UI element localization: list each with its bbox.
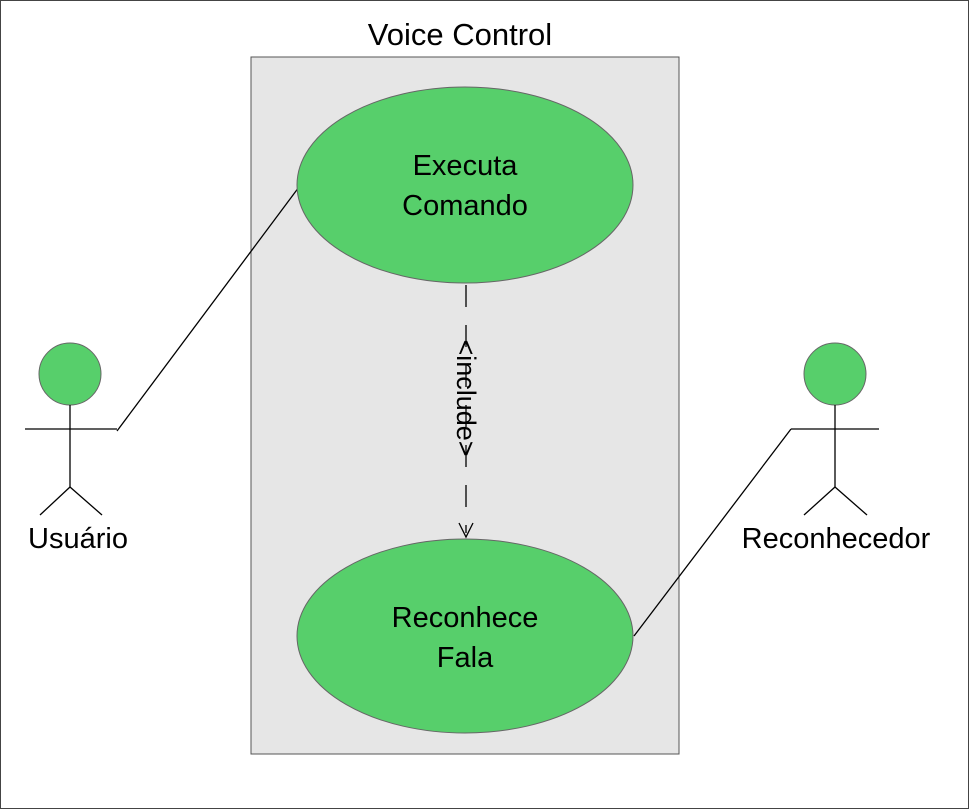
actor-usuario-head — [38, 342, 102, 406]
association-reconhecedor-reconhece-fala — [633, 428, 792, 637]
actor-reconhecedor[interactable] — [791, 342, 879, 516]
usecase-reconhece-fala-line-1: Reconhece — [392, 602, 539, 634]
usecase-reconhece-fala[interactable] — [296, 538, 634, 734]
association-usuario-executa-comando — [116, 186, 300, 432]
system-title: Voice Control — [368, 17, 552, 52]
usecase-executa-comando-line-1: Executa — [413, 150, 519, 182]
actor-reconhecedor-right-leg — [834, 486, 868, 516]
include-label: <include> — [451, 339, 481, 456]
actor-usuario[interactable] — [25, 342, 117, 516]
usecase-reconhece-fala-line-2: Fala — [437, 642, 494, 674]
actor-reconhecedor-label: Reconhecedor — [742, 523, 931, 555]
actor-usuario-right-leg — [69, 486, 103, 516]
include-arrowhead — [458, 522, 474, 539]
usecase-executa-comando[interactable] — [296, 86, 634, 284]
actor-reconhecedor-head — [803, 342, 867, 406]
actor-reconhecedor-left-leg — [803, 486, 836, 516]
usecase-executa-comando-line-2: Comando — [402, 190, 528, 222]
actor-usuario-label: Usuário — [28, 523, 128, 555]
actor-usuario-left-leg — [39, 486, 71, 516]
